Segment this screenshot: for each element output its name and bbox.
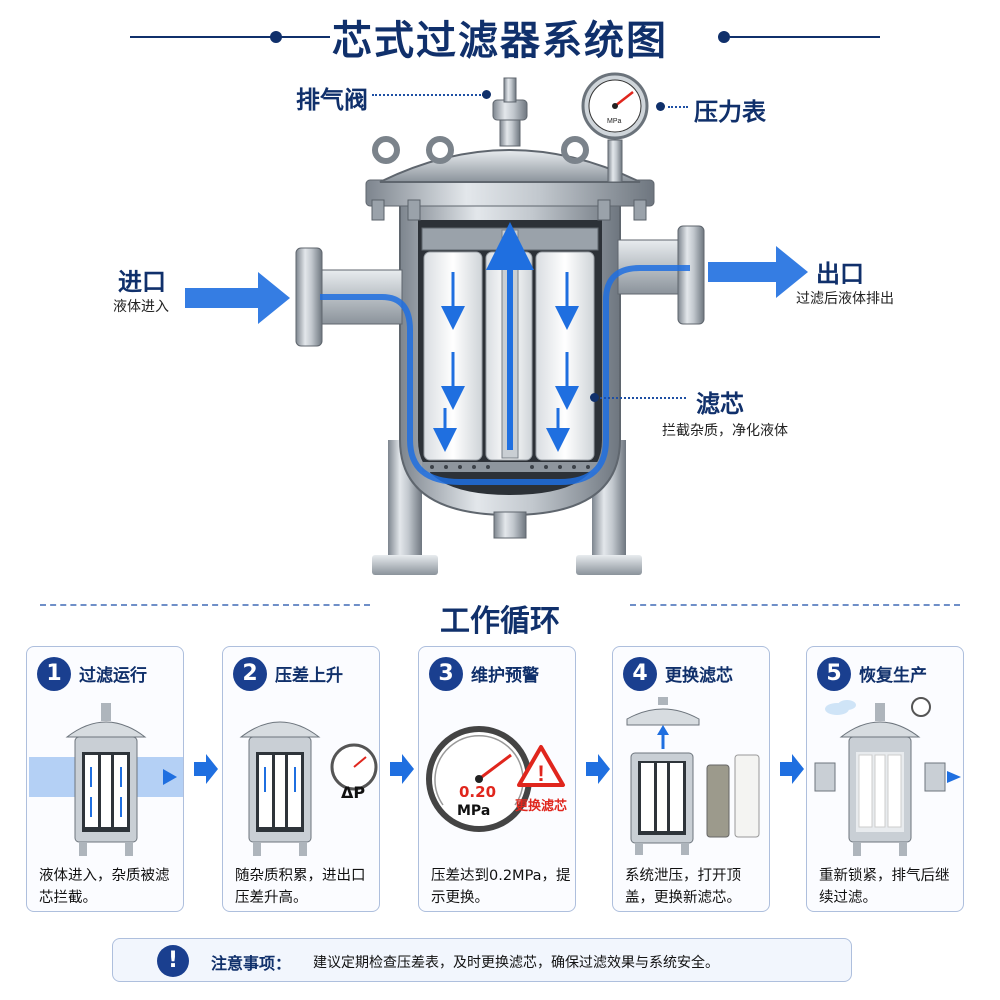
dome-lid <box>379 149 641 183</box>
vent-valve-body <box>499 117 521 147</box>
step-number-2: 2 <box>233 657 267 691</box>
step-number-5: 5 <box>817 657 851 691</box>
new-cartridge <box>734 754 760 838</box>
step-title-3: 维护预警 <box>471 666 539 686</box>
exclamation-icon: ! <box>157 945 189 977</box>
step-number-3: 3 <box>429 657 463 691</box>
step-card-3: 3 维护预警 ! 0.20 MPa 更换滤芯 压差达到0.2MPa，提示更换。 <box>418 646 576 912</box>
step-art-5 <box>814 697 961 856</box>
inlet-flange <box>295 247 323 347</box>
page-title: 芯式过滤器系统图 <box>332 18 668 64</box>
step-art-4 <box>626 697 760 855</box>
step-number-4: 4 <box>623 657 657 691</box>
foot-right <box>576 555 642 575</box>
filter-diagram: MPa <box>185 72 808 575</box>
step-title-2: 压差上升 <box>275 666 343 686</box>
step-number-1: 1 <box>37 657 71 691</box>
cartridge-sublabel: 拦截杂质，净化液体 <box>662 423 788 439</box>
outlet-label: 出口 <box>816 260 864 288</box>
lifting-eyes <box>372 136 589 164</box>
section-rule-left <box>40 604 370 606</box>
pressure-gauge-label: 压力表 <box>694 98 766 126</box>
gauge-unit-label: MPa <box>607 118 622 125</box>
vent-valve-leader <box>372 94 484 96</box>
step-art-1 <box>29 703 183 856</box>
step-arrow-4 <box>780 754 804 784</box>
step-title-1: 过滤运行 <box>79 666 147 686</box>
down-flow-arrows <box>433 272 579 452</box>
delta-p-badge: ΔP <box>341 783 366 802</box>
gauge-pointer <box>656 102 665 111</box>
vent-valve-pointer <box>482 90 491 99</box>
step-art-3: ! <box>426 726 565 832</box>
cartridge-pointer <box>590 393 599 402</box>
replace-warning-label: 更换滤芯 <box>515 799 568 814</box>
gauge-reading: 0.20 <box>459 783 497 801</box>
title-dot-right <box>718 31 730 43</box>
outlet-sublabel: 过滤后液体排出 <box>796 291 894 307</box>
section-title: 工作循环 <box>440 604 560 639</box>
warning-icon <box>517 745 565 787</box>
title-rule-left <box>130 36 330 38</box>
gauge-stem <box>607 139 623 183</box>
step-card-5: 5 恢复生产 重新锁紧，排气后继续过滤。 <box>806 646 964 912</box>
step-card-4: 4 更换滤芯 系统泄压，打开顶盖，更换新滤芯。 <box>612 646 770 912</box>
step-desc-3: 压差达到0.2MPa，提示更换。 <box>431 868 571 906</box>
step-card-2: 2 压差上升 ΔP 随杂质积累，进出口压差升高。 <box>222 646 380 912</box>
notice-label: 注意事项： <box>211 954 292 973</box>
inlet-sublabel: 液体进入 <box>113 299 169 315</box>
step-desc-5: 重新锁紧，排气后继续过滤。 <box>819 868 950 906</box>
vent-valve-label: 排气阀 <box>296 86 368 114</box>
flow-path <box>320 265 690 485</box>
vent-valve-cap <box>492 99 528 121</box>
foot-left <box>372 555 438 575</box>
inlet-label: 进口 <box>118 268 166 296</box>
vent-valve-stem <box>503 77 517 103</box>
step-desc-2: 随杂质积累，进出口压差升高。 <box>235 868 366 906</box>
step-arrow-3 <box>586 754 610 784</box>
cartridge-label: 滤芯 <box>696 390 744 418</box>
title-rule-right <box>730 36 880 38</box>
step-arrow-1 <box>194 754 218 784</box>
cartridge-leader <box>600 397 686 399</box>
step-desc-1: 液体进入，杂质被滤芯拦截。 <box>39 868 170 906</box>
notice-bar: ! 注意事项： 建议定期检查压差表，及时更换滤芯，确保过滤效果与系统安全。 <box>112 938 852 982</box>
step-card-1: 1 过滤运行 液体进入，杂质被滤芯拦截。 <box>26 646 184 912</box>
svg-text:!: ! <box>537 761 544 786</box>
used-cartridge <box>706 764 730 838</box>
gauge-leader <box>668 106 688 108</box>
notice-text: 建议定期检查压差表，及时更换滤芯，确保过滤效果与系统安全。 <box>313 955 719 971</box>
step-title-5: 恢复生产 <box>859 666 927 686</box>
inlet-arrow <box>185 272 290 324</box>
section-rule-right <box>630 604 960 606</box>
step-desc-4: 系统泄压，打开顶盖，更换新滤芯。 <box>625 868 741 906</box>
outlet-arrow <box>708 246 808 298</box>
outlet-flange <box>677 225 705 325</box>
gauge-unit: MPa <box>457 803 491 819</box>
step-art-2 <box>239 721 378 856</box>
title-dot-left <box>270 31 282 43</box>
drain-port <box>493 511 527 539</box>
step-arrow-2 <box>390 754 414 784</box>
step-title-4: 更换滤芯 <box>665 666 733 686</box>
